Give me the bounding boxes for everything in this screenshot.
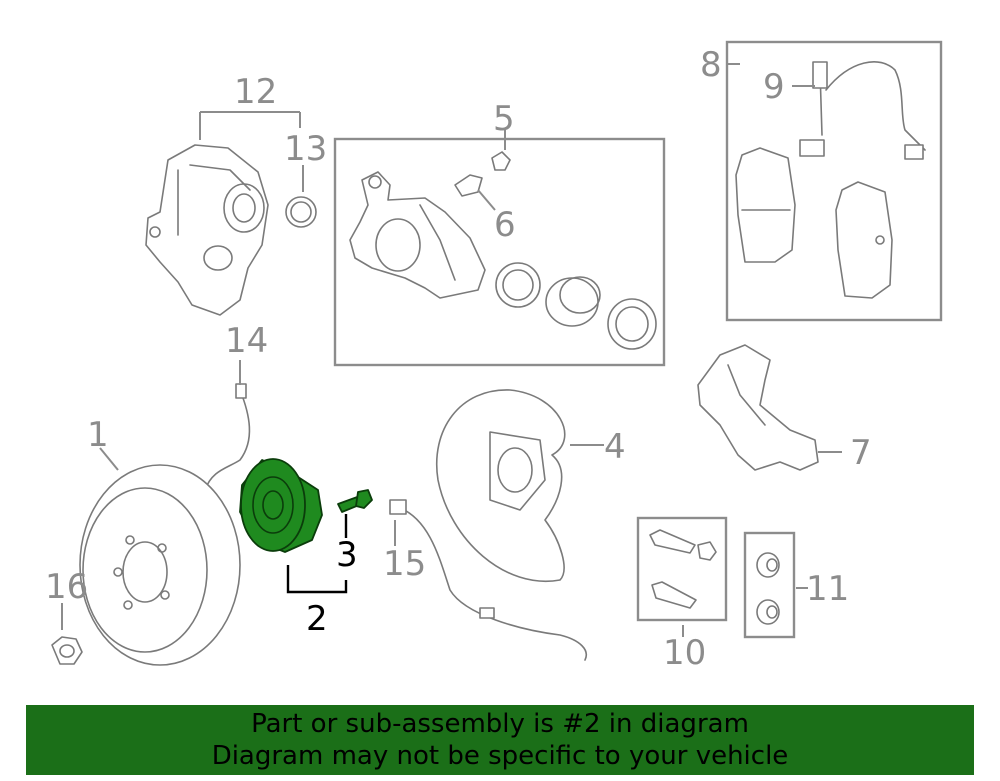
- callout-1: 1: [87, 415, 109, 455]
- outer-brake-pad[interactable]: [835, 181, 893, 299]
- callout-6: 6: [494, 205, 516, 245]
- callout-5: 5: [493, 99, 515, 139]
- dust-shield[interactable]: [436, 389, 566, 583]
- bleeder-screw[interactable]: [454, 151, 511, 197]
- hub-bolt[interactable]: [337, 489, 373, 513]
- callout-10: 10: [663, 633, 706, 673]
- piston-boot[interactable]: [607, 298, 657, 350]
- callout-12: 12: [234, 72, 277, 112]
- callout-16: 16: [45, 567, 88, 607]
- info-banner: Part or sub-assembly is #2 in diagram Di…: [26, 705, 974, 775]
- o-ring-seal[interactable]: [285, 196, 317, 228]
- brake-caliper[interactable]: [349, 171, 486, 299]
- callout-3: 3: [336, 535, 358, 575]
- banner-line-1: Part or sub-assembly is #2 in diagram: [251, 709, 749, 739]
- callout-11: 11: [806, 569, 849, 609]
- callout-14: 14: [225, 321, 268, 361]
- banner-line-2: Diagram may not be specific to your vehi…: [211, 741, 789, 771]
- caliper-piston[interactable]: [545, 276, 601, 327]
- wheel-hub-assembly[interactable]: [239, 458, 323, 553]
- caliper-seal[interactable]: [495, 262, 541, 308]
- callout-13: 13: [284, 129, 327, 169]
- bolt-kit-box: [636, 516, 728, 622]
- callout-4: 4: [604, 427, 626, 467]
- brake-rotor[interactable]: [79, 464, 241, 666]
- callout-8: 8: [700, 45, 722, 85]
- wheel-speed-sensor[interactable]: [389, 499, 587, 661]
- wear-sensor[interactable]: [799, 61, 926, 160]
- leader-lines: [61, 63, 842, 637]
- callout-9: 9: [763, 67, 785, 107]
- callout-2: 2: [306, 599, 328, 639]
- guide-bushings[interactable]: [756, 552, 780, 625]
- wheel-lug-nut[interactable]: [51, 636, 83, 665]
- abs-sensor-harness[interactable]: [204, 383, 251, 491]
- caliper-bracket[interactable]: [697, 344, 819, 471]
- caliper-kit-box: [333, 137, 666, 367]
- callout-7: 7: [850, 433, 872, 473]
- caliper-bolts[interactable]: [649, 529, 717, 609]
- brake-pad-kit-box: [725, 40, 943, 322]
- parts-diagram: 1 2 3 4 5 6 7 8 9 10 11 12 13 14 15 16: [45, 40, 943, 673]
- bushing-kit-box: [743, 531, 796, 639]
- parking-brake-actuator[interactable]: [145, 144, 269, 316]
- inner-brake-pad[interactable]: [735, 147, 796, 263]
- callout-15: 15: [383, 544, 426, 584]
